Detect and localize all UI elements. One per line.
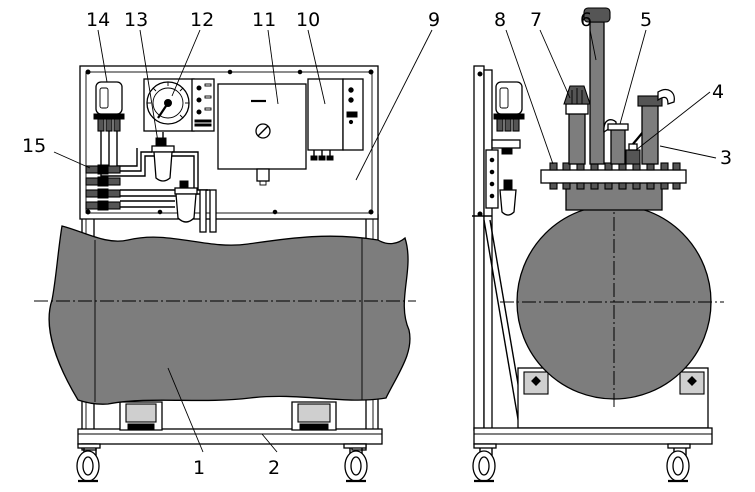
saddles xyxy=(119,401,337,431)
side-wheels xyxy=(472,443,691,483)
valve-4 xyxy=(625,131,644,165)
label-1: 1 xyxy=(193,457,205,479)
safety-valve-7 xyxy=(563,85,591,165)
flange-8 xyxy=(540,169,687,184)
label-8: 8 xyxy=(494,9,506,31)
label-6: 6 xyxy=(580,9,592,31)
side-base xyxy=(473,427,713,445)
vent-pipe-6 xyxy=(583,7,611,165)
side-view xyxy=(472,7,724,483)
label-14: 14 xyxy=(86,9,110,31)
label-3: 3 xyxy=(720,147,732,169)
switch-box-11 xyxy=(217,83,307,186)
leader-lines xyxy=(53,29,717,453)
front-view xyxy=(34,65,416,483)
base-frame-2 xyxy=(77,428,383,451)
tank-body-1 xyxy=(48,225,411,405)
label-9: 9 xyxy=(428,9,440,31)
pressure-regulator-14 xyxy=(93,81,125,170)
electrical-box-10 xyxy=(307,78,364,161)
label-15: 15 xyxy=(22,135,46,157)
label-5: 5 xyxy=(640,9,652,31)
label-12: 12 xyxy=(190,9,214,31)
filter-13 xyxy=(151,132,175,182)
label-11: 11 xyxy=(252,9,276,31)
flange-bolts xyxy=(549,162,681,190)
label-10: 10 xyxy=(296,9,320,31)
front-wheels xyxy=(76,443,368,483)
fitting-5 xyxy=(603,119,629,165)
label-13: 13 xyxy=(124,9,148,31)
piping xyxy=(100,148,217,233)
label-4: 4 xyxy=(712,81,724,103)
connectors-15 xyxy=(85,164,121,211)
label-2: 2 xyxy=(268,457,280,479)
gauge-12 xyxy=(143,78,215,132)
label-7: 7 xyxy=(530,9,542,31)
pipe-3 xyxy=(637,88,675,165)
side-regulator xyxy=(485,81,525,216)
lower-filter xyxy=(174,180,198,223)
